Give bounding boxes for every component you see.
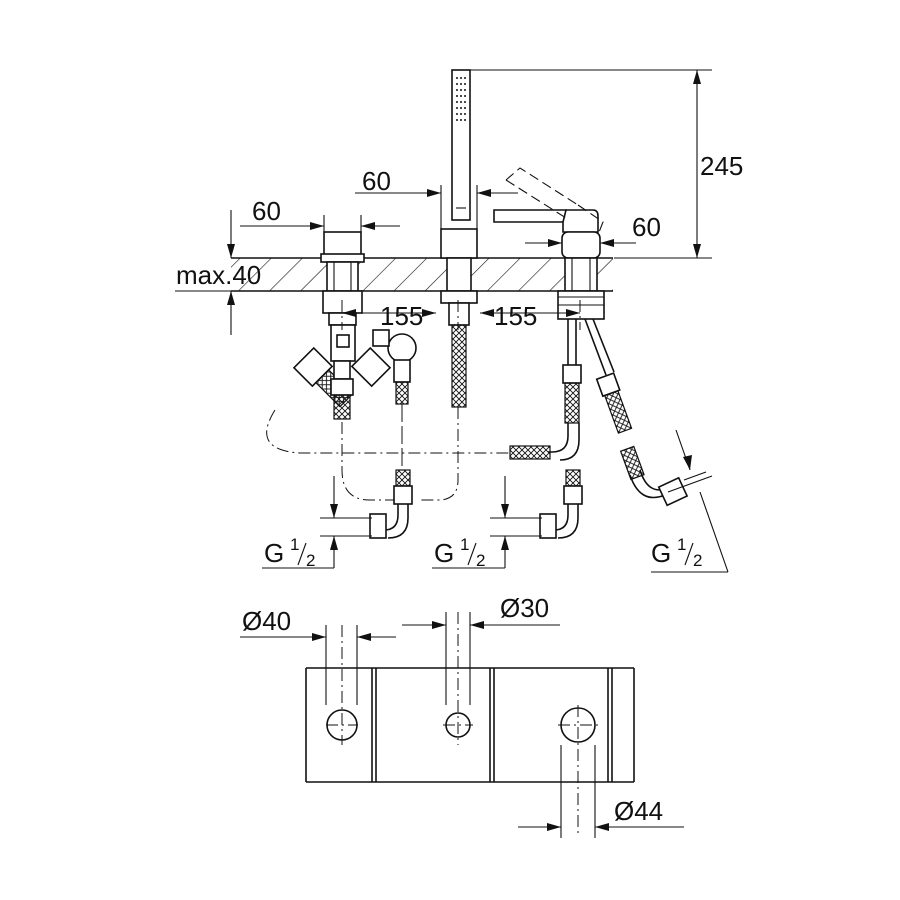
dim-60-center-label: 60 <box>362 166 391 196</box>
dim-max40-label: max.40 <box>176 260 261 290</box>
svg-text:G: G <box>651 538 671 568</box>
hand-shower <box>440 69 478 408</box>
dim-diameter-44-label: Ø44 <box>614 796 663 826</box>
connection-left <box>369 469 413 539</box>
left-valve <box>292 231 417 420</box>
svg-text:2: 2 <box>693 551 702 570</box>
svg-text:1: 1 <box>677 535 686 554</box>
svg-text:2: 2 <box>306 551 315 570</box>
deck-holes-view <box>240 612 684 838</box>
right-mixer <box>493 167 689 507</box>
hose-routing <box>266 404 510 501</box>
svg-text:1: 1 <box>460 535 469 554</box>
svg-text:2: 2 <box>476 551 485 570</box>
dim-diameter-40-label: Ø40 <box>242 606 291 636</box>
svg-text:1: 1 <box>290 535 299 554</box>
svg-text:G: G <box>264 538 284 568</box>
dim-155-left-label: 155 <box>380 301 423 331</box>
shower-spray-dots <box>456 77 466 121</box>
dim-245-label: 245 <box>700 151 743 181</box>
dim-diameter-30-label: Ø30 <box>500 593 549 623</box>
connection-label-1: G 1 2 <box>264 535 315 570</box>
dim-155-right-label: 155 <box>494 301 537 331</box>
dim-60-right-label: 60 <box>632 212 661 242</box>
connection-center <box>539 469 583 539</box>
dimension-lines <box>175 69 729 573</box>
dim-60-left-label: 60 <box>252 196 281 226</box>
svg-text:G: G <box>434 538 454 568</box>
deck-slab <box>231 257 613 292</box>
connection-label-2: G 1 2 <box>434 535 485 570</box>
connection-label-3: G 1 2 <box>651 535 702 570</box>
